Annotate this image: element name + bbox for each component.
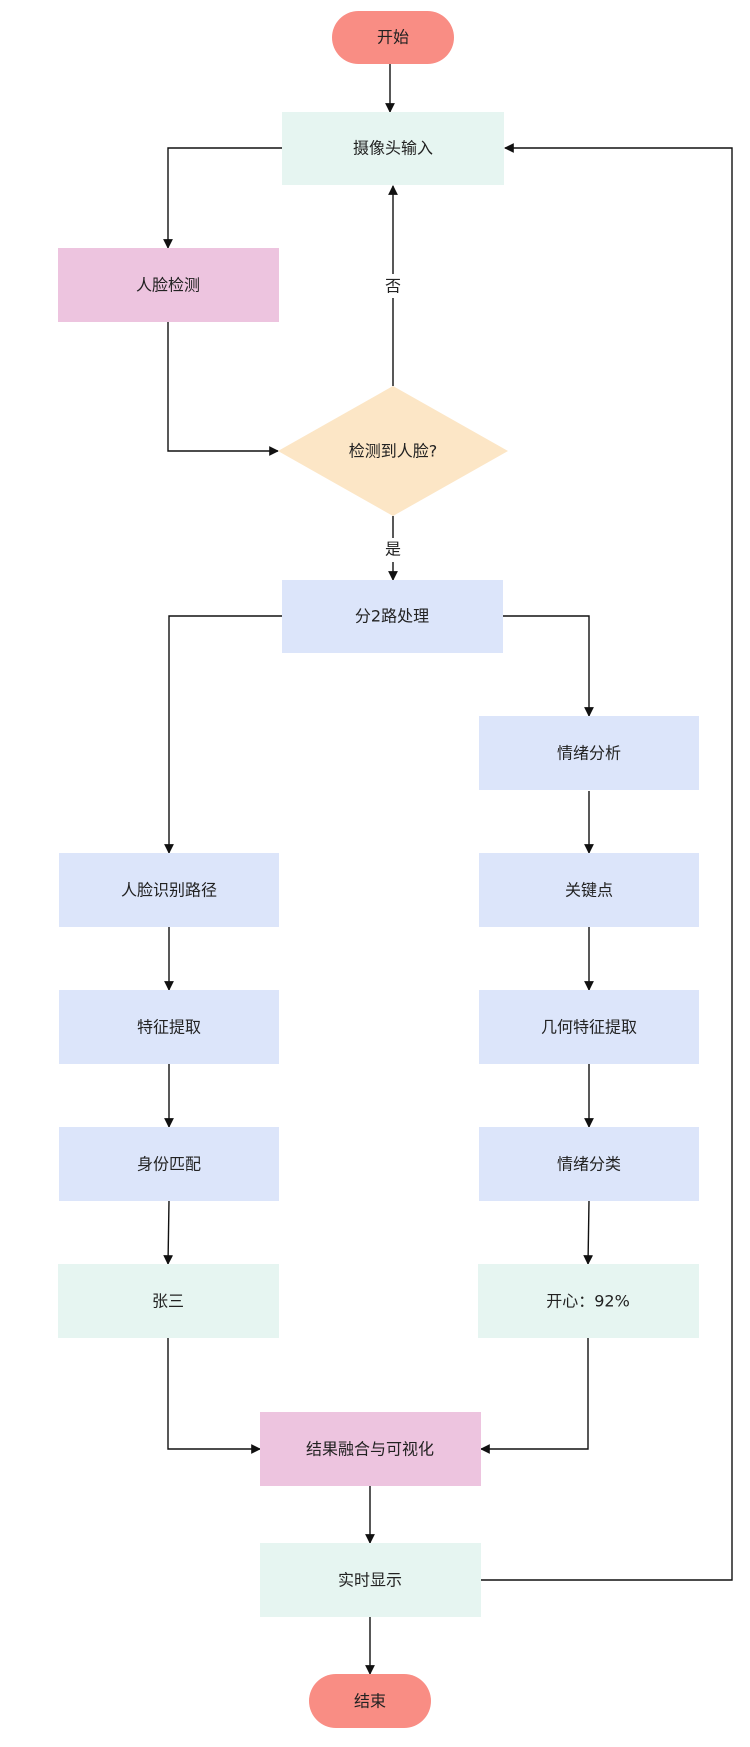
name-result-label: 张三 xyxy=(152,1292,184,1311)
identity-shape xyxy=(59,1127,279,1201)
edge-display-loop-to-camera xyxy=(481,143,733,1581)
decision-label: 检测到人脸? xyxy=(349,442,438,461)
feature-label: 特征提取 xyxy=(137,1018,201,1037)
emotion-label: 情绪分析 xyxy=(557,744,621,763)
edge-split-to-face-path xyxy=(164,615,282,854)
end-node: 结束 xyxy=(309,1674,431,1728)
face-detect-node: 人脸检测 xyxy=(58,248,279,322)
start-label: 开始 xyxy=(377,28,409,47)
nodes: 开始 摄像头输入 人脸检测 检测到人脸? 分2路处理 情绪分析 xyxy=(58,11,699,1728)
face-path-shape xyxy=(59,853,279,927)
no-label: 否 xyxy=(385,277,401,296)
geo-feature-label: 几何特征提取 xyxy=(541,1018,637,1037)
camera-label: 摄像头输入 xyxy=(353,139,433,158)
emotion-class-node: 情绪分类 xyxy=(479,1127,699,1201)
yes-label-bg xyxy=(381,538,405,562)
keypoints-shape xyxy=(479,853,699,927)
edge-face-detect-to-decision xyxy=(167,322,279,456)
feature-shape xyxy=(59,990,279,1064)
emotion-result-node: 开心：92% xyxy=(478,1264,699,1338)
keypoints-node: 关键点 xyxy=(479,853,699,927)
identity-label: 身份匹配 xyxy=(137,1155,201,1174)
geo-feature-shape xyxy=(479,990,699,1064)
geo-feature-node: 几何特征提取 xyxy=(479,990,699,1064)
emotion-node: 情绪分析 xyxy=(479,716,699,790)
fusion-node: 结果融合与可视化 xyxy=(260,1412,481,1486)
emotion-class-shape xyxy=(479,1127,699,1201)
fusion-label: 结果融合与可视化 xyxy=(306,1440,434,1459)
edge-labels: 否 是 xyxy=(381,274,405,562)
camera-shape xyxy=(282,112,504,185)
edge-emotion-class-to-emotion-result xyxy=(583,1200,594,1265)
split-label: 分2路处理 xyxy=(355,607,429,626)
split-node: 分2路处理 xyxy=(282,580,503,653)
decision-node: 检测到人脸? xyxy=(278,386,508,516)
edge-emotion-result-to-fusion xyxy=(480,1338,589,1454)
emotion-class-label: 情绪分类 xyxy=(557,1155,621,1174)
end-label: 结束 xyxy=(354,1692,386,1711)
edge-identity-to-name-result xyxy=(163,1200,174,1265)
identity-node: 身份匹配 xyxy=(59,1127,279,1201)
edge-camera-to-face-detect xyxy=(163,147,282,249)
no-label-bg xyxy=(381,274,405,298)
feature-node: 特征提取 xyxy=(59,990,279,1064)
start-node: 开始 xyxy=(332,11,454,64)
face-detect-label: 人脸检测 xyxy=(136,276,200,295)
emotion-result-label: 开心：92% xyxy=(546,1292,630,1311)
end-shape xyxy=(309,1674,431,1728)
decision-shape xyxy=(278,386,508,516)
yes-label: 是 xyxy=(385,540,401,559)
name-result-node: 张三 xyxy=(58,1264,279,1338)
start-shape xyxy=(332,11,454,64)
emotion-shape xyxy=(479,716,699,790)
camera-node: 摄像头输入 xyxy=(282,112,504,185)
edge-split-to-emotion xyxy=(503,615,594,717)
face-path-label: 人脸识别路径 xyxy=(121,881,217,900)
emotion-result-shape xyxy=(478,1264,699,1338)
face-path-node: 人脸识别路径 xyxy=(59,853,279,927)
display-node: 实时显示 xyxy=(260,1543,481,1617)
name-result-shape xyxy=(58,1264,279,1338)
edges xyxy=(163,64,733,1675)
fusion-shape xyxy=(260,1412,481,1486)
split-shape xyxy=(282,580,503,653)
display-label: 实时显示 xyxy=(338,1571,402,1590)
display-shape xyxy=(260,1543,481,1617)
face-detect-shape xyxy=(58,248,279,322)
keypoints-label: 关键点 xyxy=(565,881,613,900)
edge-name-result-to-fusion xyxy=(167,1338,261,1454)
